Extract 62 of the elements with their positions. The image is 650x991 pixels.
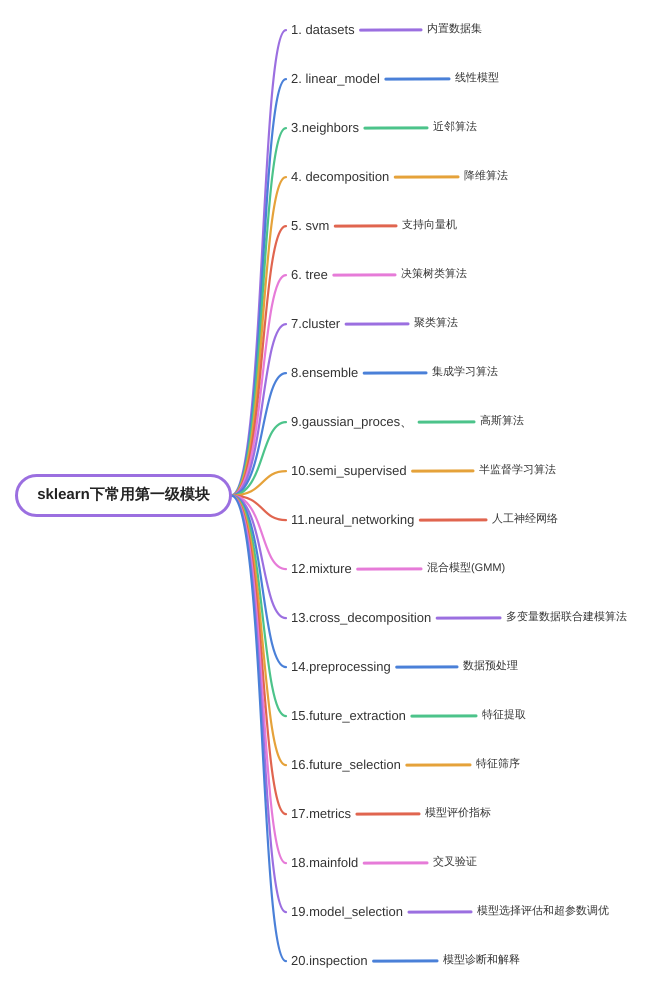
curved-connector (230, 372, 288, 497)
module-label: 20.inspection (291, 953, 368, 970)
module-label: 6. tree (291, 267, 328, 284)
connector-line (356, 567, 422, 571)
connector-line (405, 763, 472, 767)
connector-line (418, 518, 488, 522)
description-label: 近邻算法 (433, 121, 477, 135)
module-label: 13.cross_decomposition (291, 610, 432, 626)
description-label: 混合模型(GMM) (427, 562, 506, 576)
module-label: 17.metrics (291, 806, 351, 822)
description-label: 特征筛序 (476, 758, 520, 772)
module-label: 7.cluster (291, 316, 340, 332)
connector-line (408, 910, 472, 914)
connector-line (362, 371, 428, 375)
module-label: 5. svm (291, 218, 330, 234)
connector-line (411, 469, 474, 473)
description-label: 模型选择评估和超参数调优 (477, 905, 609, 919)
module-label: 8.ensemble (291, 365, 358, 382)
connector-line (344, 322, 410, 326)
module-label: 3.neighbors (291, 120, 359, 136)
description-label: 模型诊断和解释 (443, 954, 520, 968)
description-label: 集成学习算法 (432, 366, 498, 380)
connector-line (436, 616, 502, 620)
module-label: 4. decomposition (291, 169, 390, 186)
module-label: 11.neural_networking (291, 512, 414, 528)
module-label: 2. linear_model (291, 71, 380, 88)
connector-line (355, 812, 420, 816)
description-label: 高斯算法 (480, 415, 524, 429)
module-label: 14.preprocessing (291, 659, 391, 676)
description-label: 交叉验证 (433, 856, 477, 870)
module-label: 1. datasets (291, 22, 355, 38)
description-label: 降维算法 (464, 170, 508, 184)
connector-line (363, 126, 428, 130)
description-label: 线性模型 (455, 72, 499, 86)
topic-pill: sklearn下常用第一级模块 (15, 474, 232, 517)
description-label: 数据预处理 (463, 660, 518, 674)
module-label: 18.mainfold (291, 855, 358, 872)
connector-line (418, 420, 476, 424)
description-label: 内置数据集 (427, 23, 482, 37)
description-label: 模型评价指标 (425, 807, 491, 821)
module-label: 9.gaussian_proces、 (291, 414, 414, 430)
description-label: 特征提取 (482, 709, 526, 723)
connector-line (362, 861, 428, 865)
description-label: 半监督学习算法 (479, 464, 556, 478)
module-label: 12.mixture (291, 561, 352, 578)
module-label: 15.future_extraction (291, 708, 406, 724)
connector-line (334, 224, 398, 228)
description-label: 决策树类算法 (401, 268, 467, 282)
connector-line (372, 959, 438, 963)
connector-line (410, 714, 478, 718)
connector-line (384, 77, 450, 81)
connector-line (395, 665, 458, 669)
module-label: 16.future_selection (291, 757, 401, 774)
description-label: 多变量数据联合建模算法 (506, 611, 627, 625)
connector-line (359, 28, 422, 32)
module-label: 19.model_selection (291, 904, 404, 920)
connector-line (332, 273, 396, 277)
description-label: 聚类算法 (414, 317, 458, 331)
module-label: 10.semi_supervised (291, 463, 407, 480)
description-label: 人工神经网络 (492, 513, 558, 527)
connector-line (394, 175, 460, 179)
description-label: 支持向量机 (402, 219, 457, 233)
